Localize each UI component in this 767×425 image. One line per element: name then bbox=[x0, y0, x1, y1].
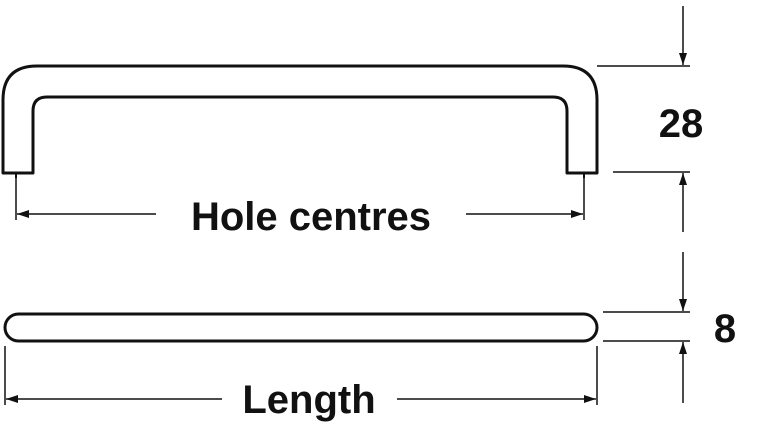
height-value-label: 28 bbox=[659, 102, 704, 146]
length-label: Length bbox=[242, 378, 375, 422]
hole-centres-label: Hole centres bbox=[191, 195, 431, 239]
thickness-value-label: 8 bbox=[714, 307, 736, 351]
handle-top-view bbox=[3, 312, 599, 343]
handle-side-view bbox=[1, 64, 599, 175]
